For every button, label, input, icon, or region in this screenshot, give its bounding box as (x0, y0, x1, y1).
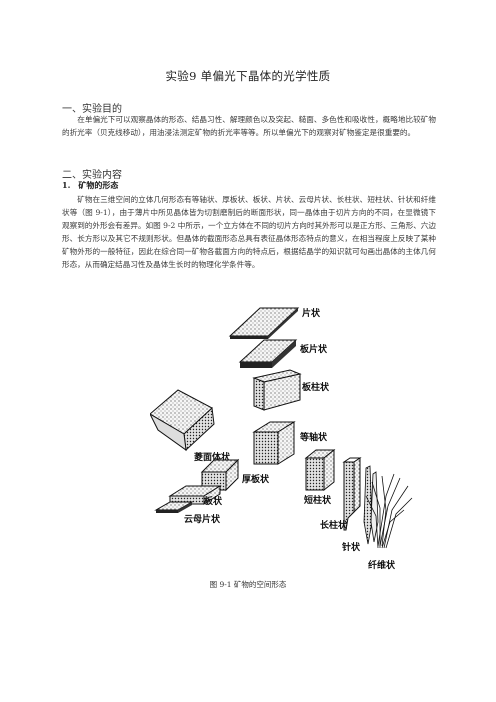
shape-dengzhou (252, 421, 296, 465)
page-title: 实验9 单偏光下晶体的光学性质 (165, 69, 331, 83)
shape-duanzhu (304, 448, 336, 492)
shape-houban (200, 458, 240, 492)
section-heading-objective: 一、实验目的 (62, 104, 122, 115)
label-banpian: 板片状 (300, 343, 328, 355)
shape-changzhu (342, 457, 362, 531)
label-yunmu: 云母片状 (184, 513, 221, 525)
shape-zhen (363, 465, 379, 545)
label-banzhu: 板柱状 (302, 381, 330, 393)
shape-pian (228, 307, 300, 339)
subsection-heading-mineral-form: 1. 矿物的形态 (62, 180, 119, 190)
shape-xianwei (365, 473, 413, 549)
label-houban: 厚板状 (242, 473, 270, 485)
shape-banzhu (252, 369, 302, 411)
figure-caption: 图 9-1 矿物的空间形态 (209, 580, 287, 589)
label-xianwei: 纤维状 (368, 559, 396, 571)
shape-yunmu (154, 501, 194, 513)
objective-paragraph: 在单偏光下可以观察晶体的形态、结晶习性、解理颜色以及突起、糙面、多色性和吸收性，… (62, 115, 436, 137)
label-dengzhou: 等轴状 (299, 431, 328, 443)
label-changzhu: 长柱状 (320, 519, 348, 531)
shape-banpian (238, 339, 298, 368)
mineral-form-paragraph: 矿物在三维空间的立体几何形态有等轴状、厚板状、板状、片状、云母片状、长柱状、短柱… (62, 195, 436, 269)
shape-lingmian (150, 389, 215, 452)
section-heading-content: 二、实验内容 (62, 170, 122, 181)
label-duanzhu: 短柱状 (304, 494, 332, 506)
label-pian: 片状 (302, 307, 321, 319)
label-zhen: 针状 (342, 541, 361, 553)
label-ban: 板状 (204, 495, 223, 507)
mineral-shapes-figure: 片状 板片状 板柱状 菱面体状 等轴状 (150, 307, 413, 571)
